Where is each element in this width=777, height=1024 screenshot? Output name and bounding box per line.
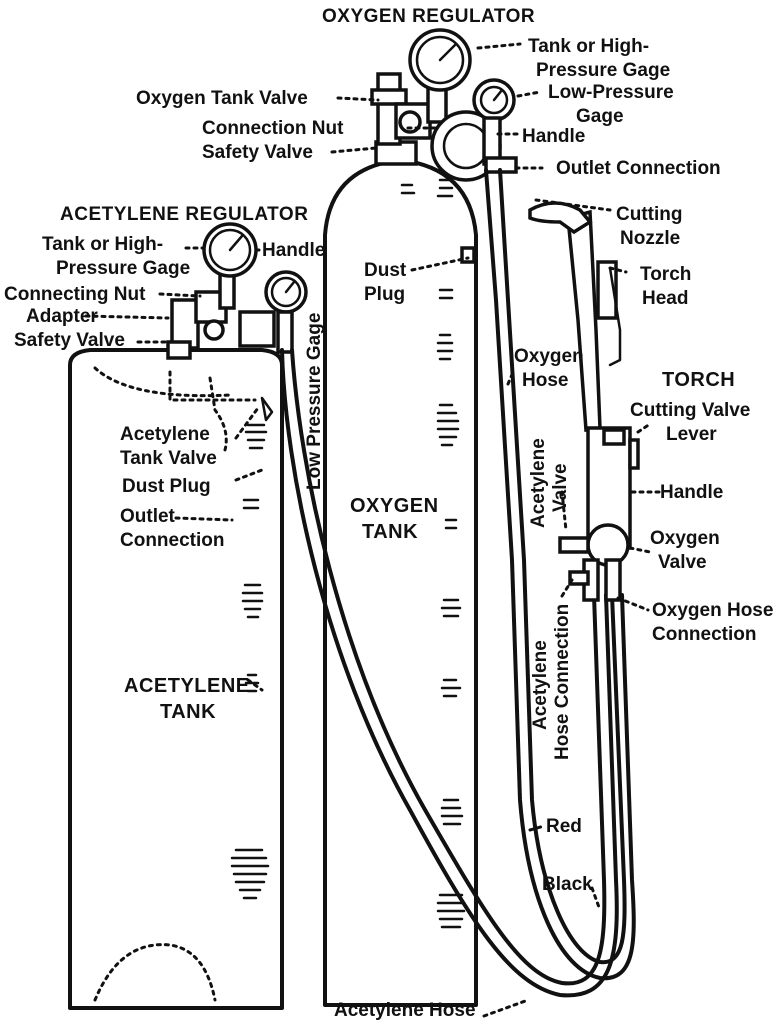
label-acetylene-tank-valve-line1: Acetylene [120, 424, 210, 445]
label-oxygen-valve-line2: Valve [658, 552, 707, 573]
label-acetylene-hose-connection-line1: Acetylene [530, 640, 551, 730]
label-cutting-nozzle-line1: Cutting [616, 204, 682, 225]
acetylene-tank-shading [230, 423, 270, 900]
label-oxy-handle: Handle [522, 126, 585, 147]
label-ac-high-pressure-gage-line1: Tank or High- [42, 234, 163, 255]
label-acetylene-valve-line1: Acetylene [528, 438, 549, 528]
label-oxy-high-pressure-gage-line2: Pressure Gage [536, 60, 670, 81]
label-red-hose: Red [546, 816, 582, 837]
label-acetylene-regulator: ACETYLENE REGULATOR [60, 204, 308, 225]
label-connection-nut: Connection Nut [202, 118, 344, 139]
labels: OXYGEN REGULATOR Tank or High- Pressure … [4, 6, 773, 1021]
label-low-pressure-gage-line1: Low-Pressure [548, 82, 674, 103]
label-ac-high-pressure-gage-line2: Pressure Gage [56, 258, 190, 279]
label-oxygen-tank-line2: TANK [362, 521, 418, 543]
label-black-hose: Black [542, 874, 593, 895]
label-torch-head-line1: Torch [640, 264, 691, 285]
label-acetylene-hose: Acetylene Hose [334, 1000, 476, 1021]
label-torch: TORCH [662, 369, 735, 391]
label-acetylene-tank-line2: TANK [160, 701, 216, 723]
label-cutting-valve-lever-line1: Cutting Valve [630, 400, 750, 421]
oxygen-regulator [370, 28, 518, 182]
acetylene-regulator [166, 222, 308, 422]
label-acetylene-hose-connection-line2: Hose Connection [552, 604, 573, 760]
label-oxygen-tank-valve: Oxygen Tank Valve [136, 88, 308, 109]
label-acetylene-tank-valve-line2: Tank Valve [120, 448, 217, 469]
label-acetylene-tank-line1: ACETYLENE [124, 675, 250, 697]
label-torch-handle: Handle [660, 482, 723, 503]
label-ac-outlet-connection-line1: Outlet [120, 506, 176, 527]
label-oxy-safety-valve: Safety Valve [202, 142, 313, 163]
label-adapter: Adapter [26, 306, 98, 327]
label-oxygen-hose-line1: Oxygen [514, 346, 584, 367]
label-ac-low-pressure-gage: Low Pressure Gage [304, 313, 325, 490]
label-low-pressure-gage-line2: Gage [576, 106, 624, 127]
label-ac-dust-plug: Dust Plug [122, 476, 211, 497]
oxygen-tank-shading [400, 178, 466, 929]
label-oxygen-hose-connection-line2: Connection [652, 624, 757, 645]
label-oxy-dust-plug-line2: Plug [364, 284, 405, 305]
label-cutting-valve-lever-line2: Lever [666, 424, 717, 445]
label-oxy-dust-plug-line1: Dust [364, 260, 407, 281]
label-cutting-nozzle-line2: Nozzle [620, 228, 680, 249]
hoses [280, 168, 636, 998]
label-oxygen-valve-line1: Oxygen [650, 528, 720, 549]
label-ac-outlet-connection-line2: Connection [120, 530, 225, 551]
label-ac-safety-valve: Safety Valve [14, 330, 125, 351]
label-oxygen-tank-line1: OXYGEN [350, 495, 439, 517]
label-connecting-nut: Connecting Nut [4, 284, 146, 305]
label-oxygen-regulator: OXYGEN REGULATOR [322, 6, 535, 27]
label-oxy-high-pressure-gage-line1: Tank or High- [528, 36, 649, 57]
label-oxygen-hose-line2: Hose [522, 370, 568, 391]
label-ac-handle: Handle [262, 240, 325, 261]
label-oxy-outlet-connection: Outlet Connection [556, 158, 721, 179]
label-torch-head-line2: Head [642, 288, 688, 309]
cutting-torch [528, 201, 640, 602]
leader-lines [84, 42, 662, 1018]
oxygen-tank [323, 140, 478, 1007]
label-acetylene-valve-line2: Valve [550, 463, 571, 512]
label-oxygen-hose-connection-line1: Oxygen Hose [652, 600, 773, 621]
